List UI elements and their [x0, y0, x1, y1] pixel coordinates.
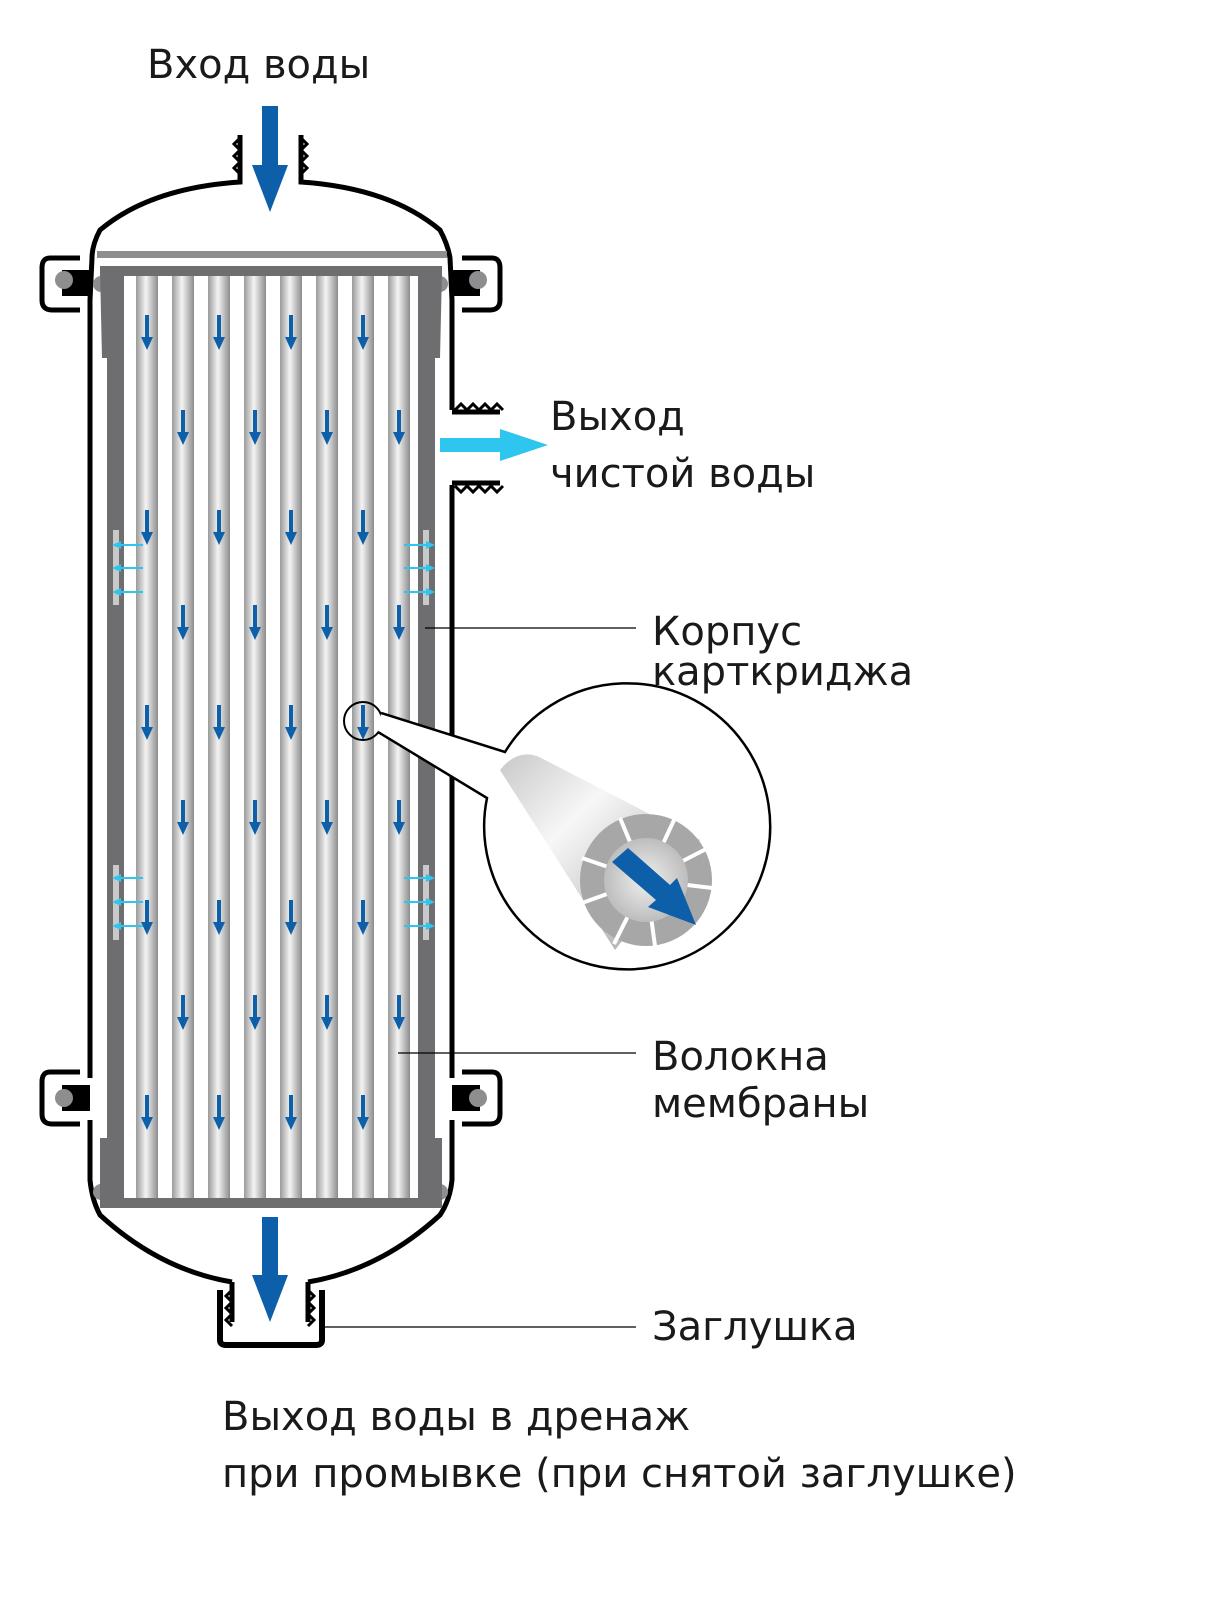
down-arrow-icon — [213, 900, 225, 935]
down-arrow-icon — [213, 315, 225, 350]
inlet-arrow-icon — [252, 106, 288, 212]
down-arrow-icon — [357, 1095, 369, 1130]
top-plate — [97, 251, 447, 258]
down-arrow-icon — [141, 1095, 153, 1130]
right-arrow-icon — [404, 588, 435, 596]
magnified-fiber-detail — [343, 682, 772, 971]
right-arrow-icon — [404, 874, 435, 882]
housing-bottom-dome — [87, 1120, 455, 1285]
left-arrow-icon — [112, 922, 143, 930]
down-arrow-icon — [285, 315, 297, 350]
permeate-arrows — [112, 541, 435, 930]
housing-right-wall — [298, 135, 455, 1078]
down-arrow-icon — [393, 995, 405, 1030]
membrane-fiber — [316, 276, 338, 1198]
label-housing-2: карткриджа — [652, 649, 913, 695]
drain-arrow-icon — [252, 1217, 288, 1322]
flow-arrows — [141, 315, 405, 1130]
left-arrow-icon — [112, 541, 143, 549]
down-arrow-icon — [321, 410, 333, 445]
label-housing-1: Корпус — [652, 609, 802, 655]
membrane-fiber — [244, 276, 266, 1198]
flange-top-left — [39, 255, 80, 313]
label-outlet-1: Выход — [550, 394, 685, 440]
right-arrow-icon — [404, 564, 435, 572]
left-arrow-icon — [112, 564, 143, 572]
label-fibers-1: Волокна — [652, 1034, 829, 1080]
down-arrow-icon — [213, 1095, 225, 1130]
label-inlet: Вход воды — [147, 42, 370, 88]
cartridge-left-side — [100, 270, 124, 1200]
label-fibers-2: мембраны — [652, 1081, 869, 1127]
drain-plug — [217, 1290, 325, 1348]
right-arrow-icon — [404, 922, 435, 930]
left-arrow-icon — [112, 588, 143, 596]
left-arrow-icon — [112, 874, 143, 882]
down-arrow-icon — [357, 315, 369, 350]
down-arrow-icon — [177, 995, 189, 1030]
down-arrow-icon — [393, 605, 405, 640]
down-arrow-icon — [285, 705, 297, 740]
label-plug: Заглушка — [652, 1304, 858, 1350]
down-arrow-icon — [393, 800, 405, 835]
membrane-fiber — [172, 276, 194, 1198]
down-arrow-icon — [177, 800, 189, 835]
threads — [223, 136, 505, 1328]
down-arrow-icon — [249, 800, 261, 835]
down-arrow-icon — [321, 605, 333, 640]
down-arrow-icon — [285, 900, 297, 935]
down-arrow-icon — [357, 705, 369, 740]
down-arrow-icon — [357, 900, 369, 935]
down-arrow-icon — [177, 605, 189, 640]
label-drain-2: при промывке (при снятой заглушке) — [222, 1451, 1017, 1497]
down-arrow-icon — [321, 995, 333, 1030]
outlet-arrow-icon — [440, 429, 548, 461]
flow-arrow-icon — [612, 848, 696, 925]
right-arrow-icon — [404, 898, 435, 906]
flange-top-right — [462, 255, 503, 313]
down-arrow-icon — [213, 705, 225, 740]
down-arrow-icon — [141, 315, 153, 350]
left-arrow-icon — [112, 898, 143, 906]
label-outlet-2: чистой воды — [550, 451, 815, 497]
down-arrow-icon — [321, 800, 333, 835]
flange-bottom-left — [39, 1069, 80, 1127]
down-arrow-icon — [285, 510, 297, 545]
top-cap — [100, 266, 442, 276]
down-arrow-icon — [141, 705, 153, 740]
down-arrow-icon — [141, 510, 153, 545]
label-drain-1: Выход воды в дренаж — [222, 1394, 690, 1440]
down-arrow-icon — [141, 900, 153, 935]
down-arrow-icon — [285, 1095, 297, 1130]
right-arrow-icon — [404, 541, 435, 549]
down-arrow-icon — [249, 995, 261, 1030]
outlet-port — [452, 409, 500, 486]
flange-bottom-right — [462, 1069, 503, 1127]
down-arrow-icon — [213, 510, 225, 545]
housing-left-wall — [87, 135, 243, 1078]
membrane-fibers — [136, 276, 410, 1198]
down-arrow-icon — [249, 605, 261, 640]
down-arrow-icon — [357, 510, 369, 545]
down-arrow-icon — [393, 410, 405, 445]
down-arrow-icon — [177, 410, 189, 445]
down-arrow-icon — [249, 410, 261, 445]
leader-lines — [322, 627, 636, 1328]
bottom-cap — [100, 1198, 442, 1208]
